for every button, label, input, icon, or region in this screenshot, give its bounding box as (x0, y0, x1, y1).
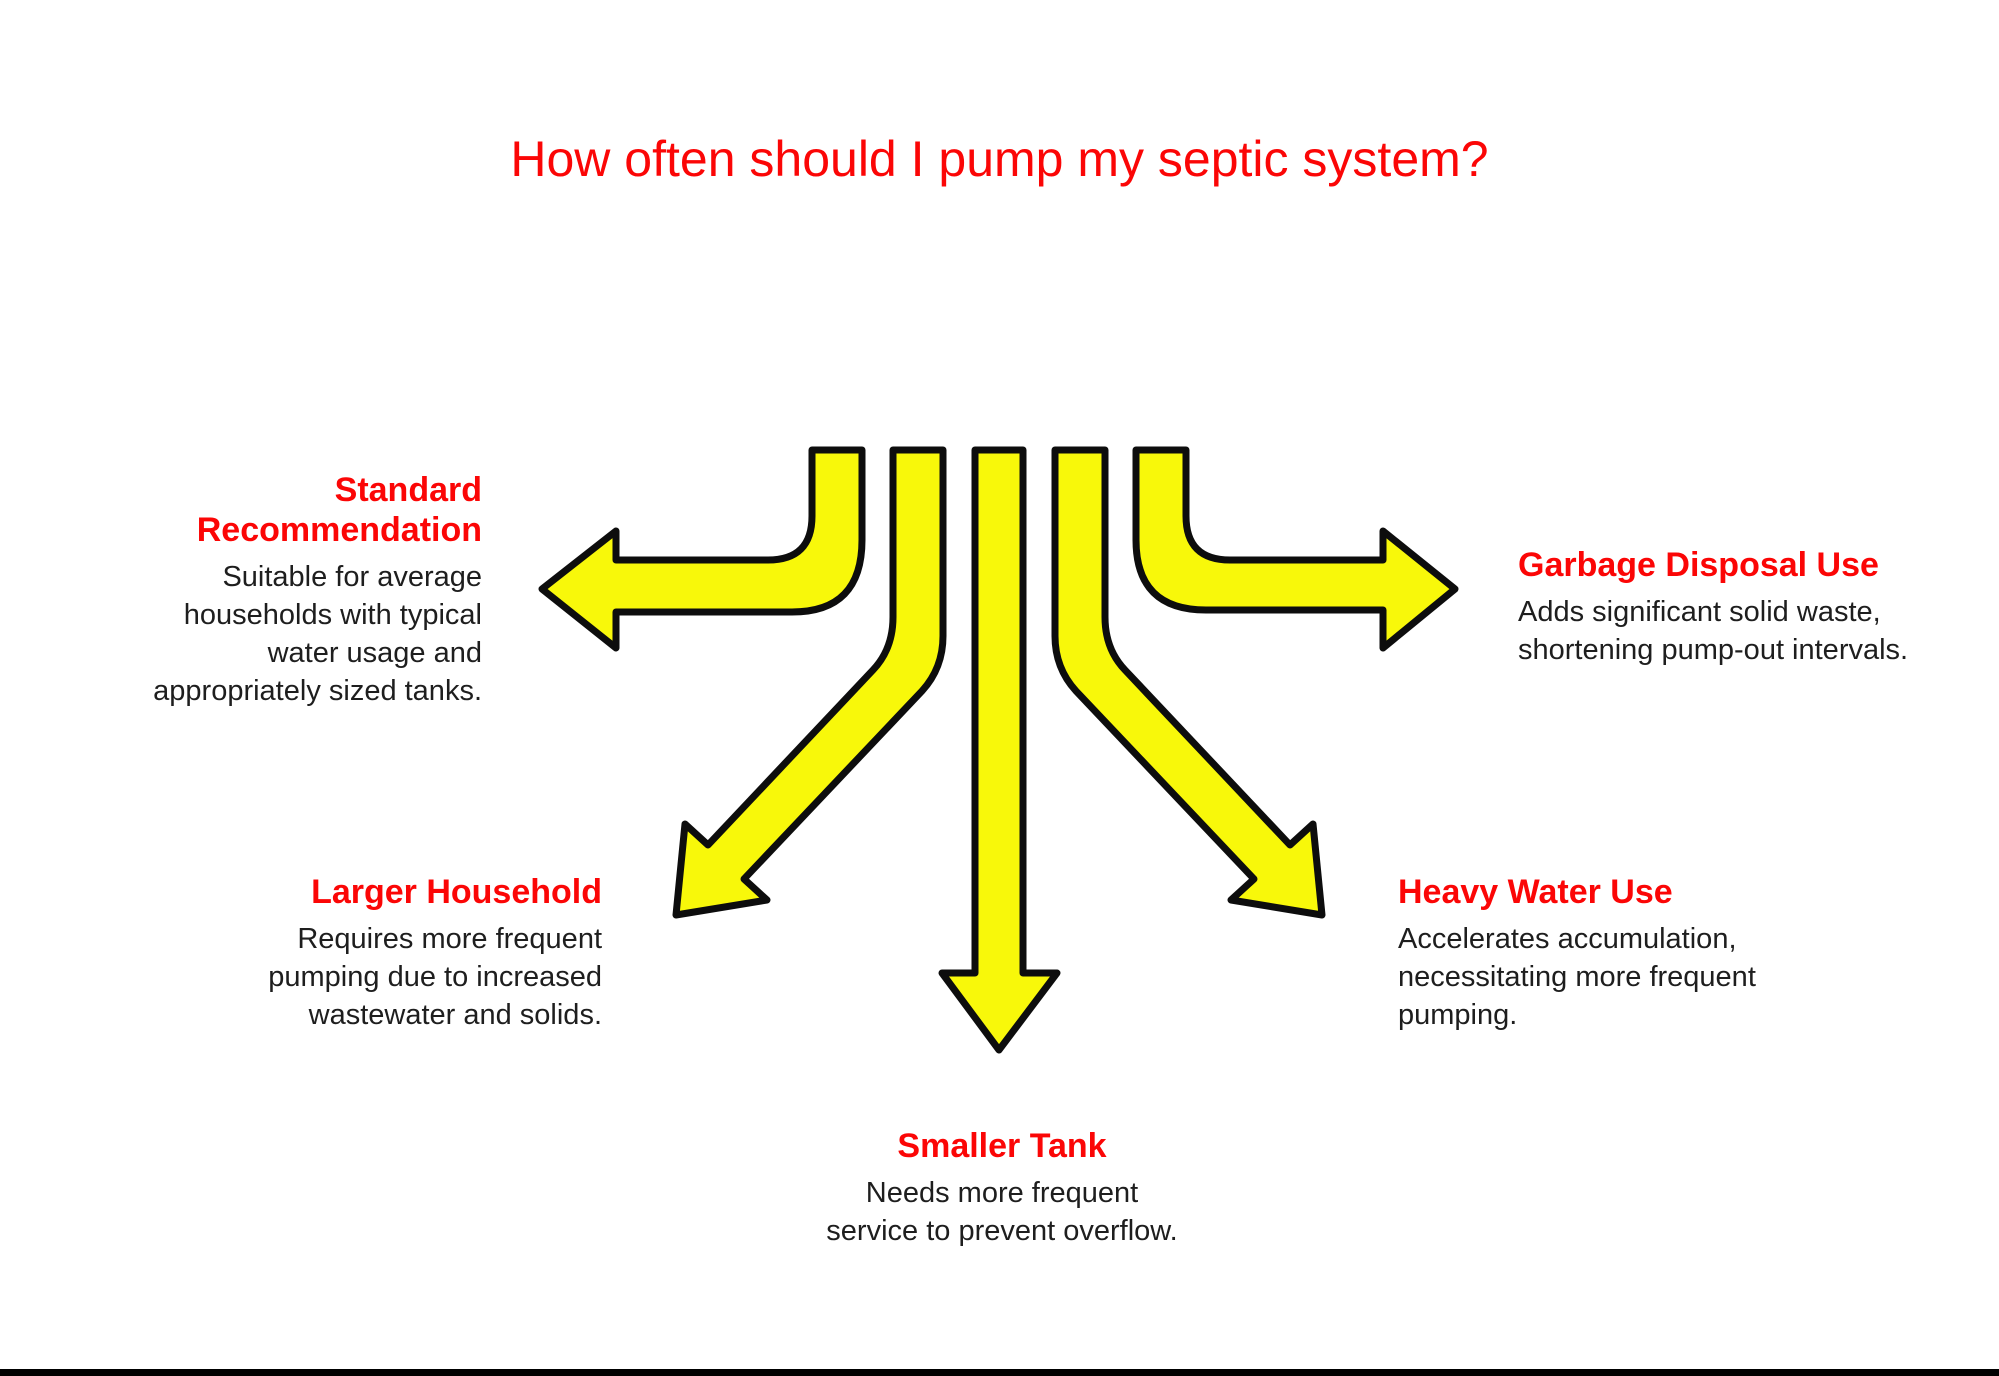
arrow-standard-recommendation-icon (538, 446, 866, 652)
node-body-heavy-water-use: Accelerates accumulation, necessitating … (1398, 923, 1756, 1031)
page-title: How often should I pump my septic system… (510, 131, 1489, 187)
node-body-standard-recommendation: Suitable for average households with typ… (153, 561, 482, 707)
arrow-garbage-disposal-use-icon (1132, 446, 1459, 652)
arrow-heavy-water-use-icon (1051, 446, 1326, 919)
footer-bar (0, 1369, 1999, 1376)
node-body-smaller-tank: Needs more frequent service to prevent o… (826, 1177, 1178, 1247)
node-heading-larger-household: Larger Household (311, 873, 602, 911)
node-heavy-water-use: Heavy Water Use Accelerates accumulation… (1398, 872, 1838, 1034)
node-body-garbage-disposal-use: Adds significant solid waste, shortening… (1518, 596, 1909, 666)
node-heading-garbage-disposal-use: Garbage Disposal Use (1518, 546, 1879, 584)
arrow-smaller-tank-icon (938, 446, 1061, 1054)
node-larger-household: Larger Household Requires more frequent … (180, 872, 602, 1034)
node-heading-standard-recommendation: Standard Recommendation (196, 471, 482, 549)
node-standard-recommendation: Standard Recommendation Suitable for ave… (60, 470, 482, 710)
node-body-larger-household: Requires more frequent pumping due to in… (268, 923, 602, 1031)
node-heading-smaller-tank: Smaller Tank (897, 1127, 1107, 1165)
node-garbage-disposal-use: Garbage Disposal Use Adds significant so… (1518, 545, 1988, 669)
node-smaller-tank: Smaller Tank Needs more frequent service… (752, 1126, 1252, 1250)
node-heading-heavy-water-use: Heavy Water Use (1398, 873, 1673, 911)
arrow-larger-household-icon (672, 446, 947, 919)
